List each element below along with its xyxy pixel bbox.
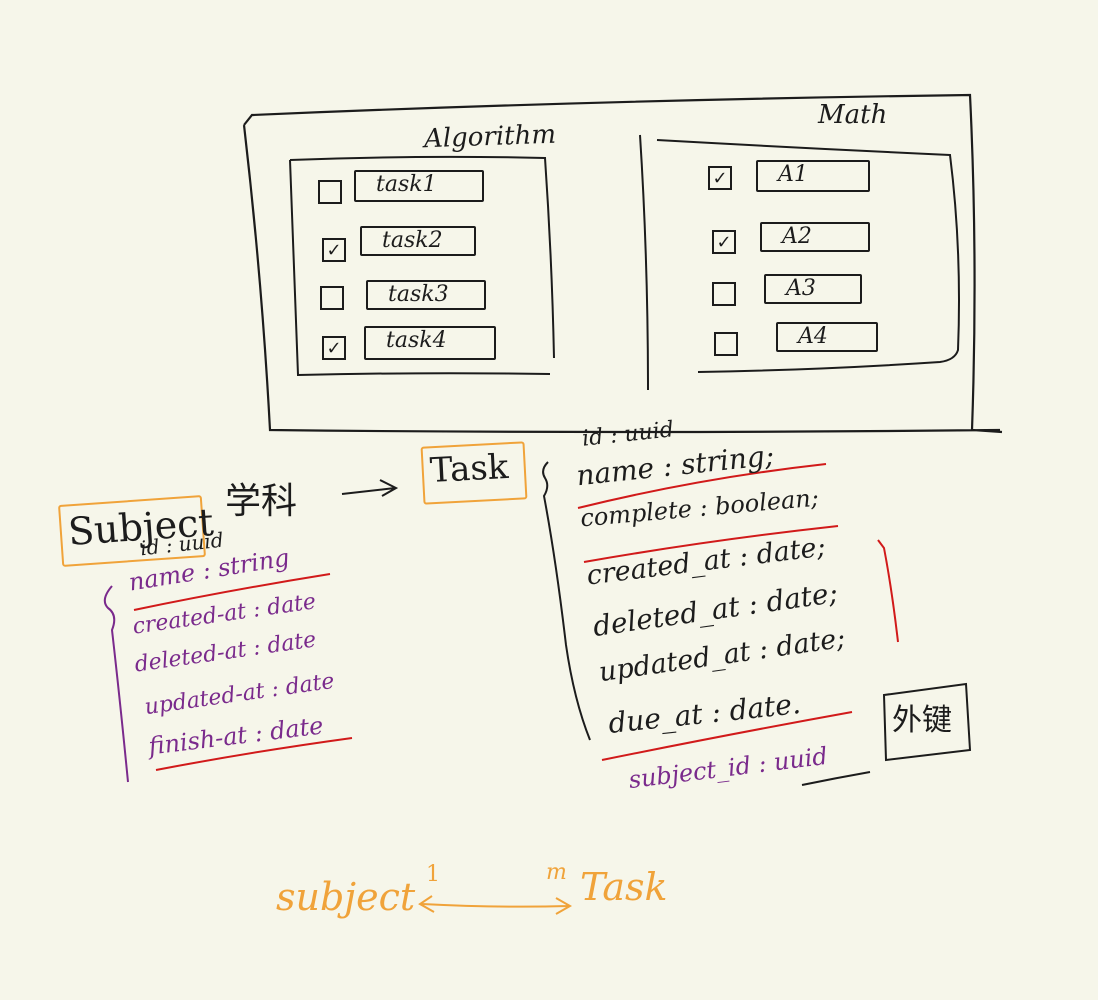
relation-left: subject: [276, 875, 416, 919]
task-underline-3: [601, 711, 853, 761]
algorithm-title: Algorithm: [423, 119, 557, 155]
mockup-frame: [242, 93, 1003, 434]
task-brace: [542, 461, 591, 741]
task-label-box[interactable]: task2: [360, 226, 476, 256]
checkbox[interactable]: ✓: [322, 336, 346, 360]
task-label-box[interactable]: task4: [364, 326, 496, 360]
checkbox[interactable]: [320, 286, 344, 310]
subject-underline-2: [155, 737, 353, 771]
subject-name-cn: 学科: [225, 481, 298, 522]
checkbox[interactable]: ✓: [322, 238, 346, 262]
fk-box: [882, 682, 972, 762]
math-title: Math: [818, 100, 888, 130]
task-fk-note: 外键: [892, 703, 952, 738]
task-label-box[interactable]: task3: [366, 280, 486, 310]
task-label-box[interactable]: A1: [756, 160, 870, 192]
task-underline-2: [583, 525, 839, 563]
checkbox[interactable]: [712, 282, 736, 306]
checkbox[interactable]: [318, 180, 342, 204]
task-label-box[interactable]: A4: [776, 322, 878, 352]
subject-underline-1: [133, 573, 331, 611]
math-panel: [656, 139, 960, 373]
column-divider: [639, 134, 649, 391]
checkbox[interactable]: [714, 332, 738, 356]
checkbox[interactable]: ✓: [708, 166, 732, 190]
subject-task-arrow: [341, 479, 399, 497]
task-underline-1: [577, 463, 827, 509]
relation-arrow: [418, 895, 573, 915]
task-label-box[interactable]: task1: [354, 170, 484, 202]
checkbox[interactable]: ✓: [712, 230, 736, 254]
algorithm-panel: [289, 155, 555, 377]
subject-bracket: [103, 585, 129, 783]
relation-right-card: m: [546, 860, 567, 885]
relation-left-card: 1: [426, 862, 440, 887]
relation-right: Task: [580, 865, 668, 909]
uuid-underline: [801, 771, 871, 786]
task-label-box[interactable]: A2: [760, 222, 870, 252]
task-label-box[interactable]: A3: [764, 274, 862, 304]
task-name: Task: [429, 446, 510, 492]
task-red-bracket: [877, 539, 899, 643]
